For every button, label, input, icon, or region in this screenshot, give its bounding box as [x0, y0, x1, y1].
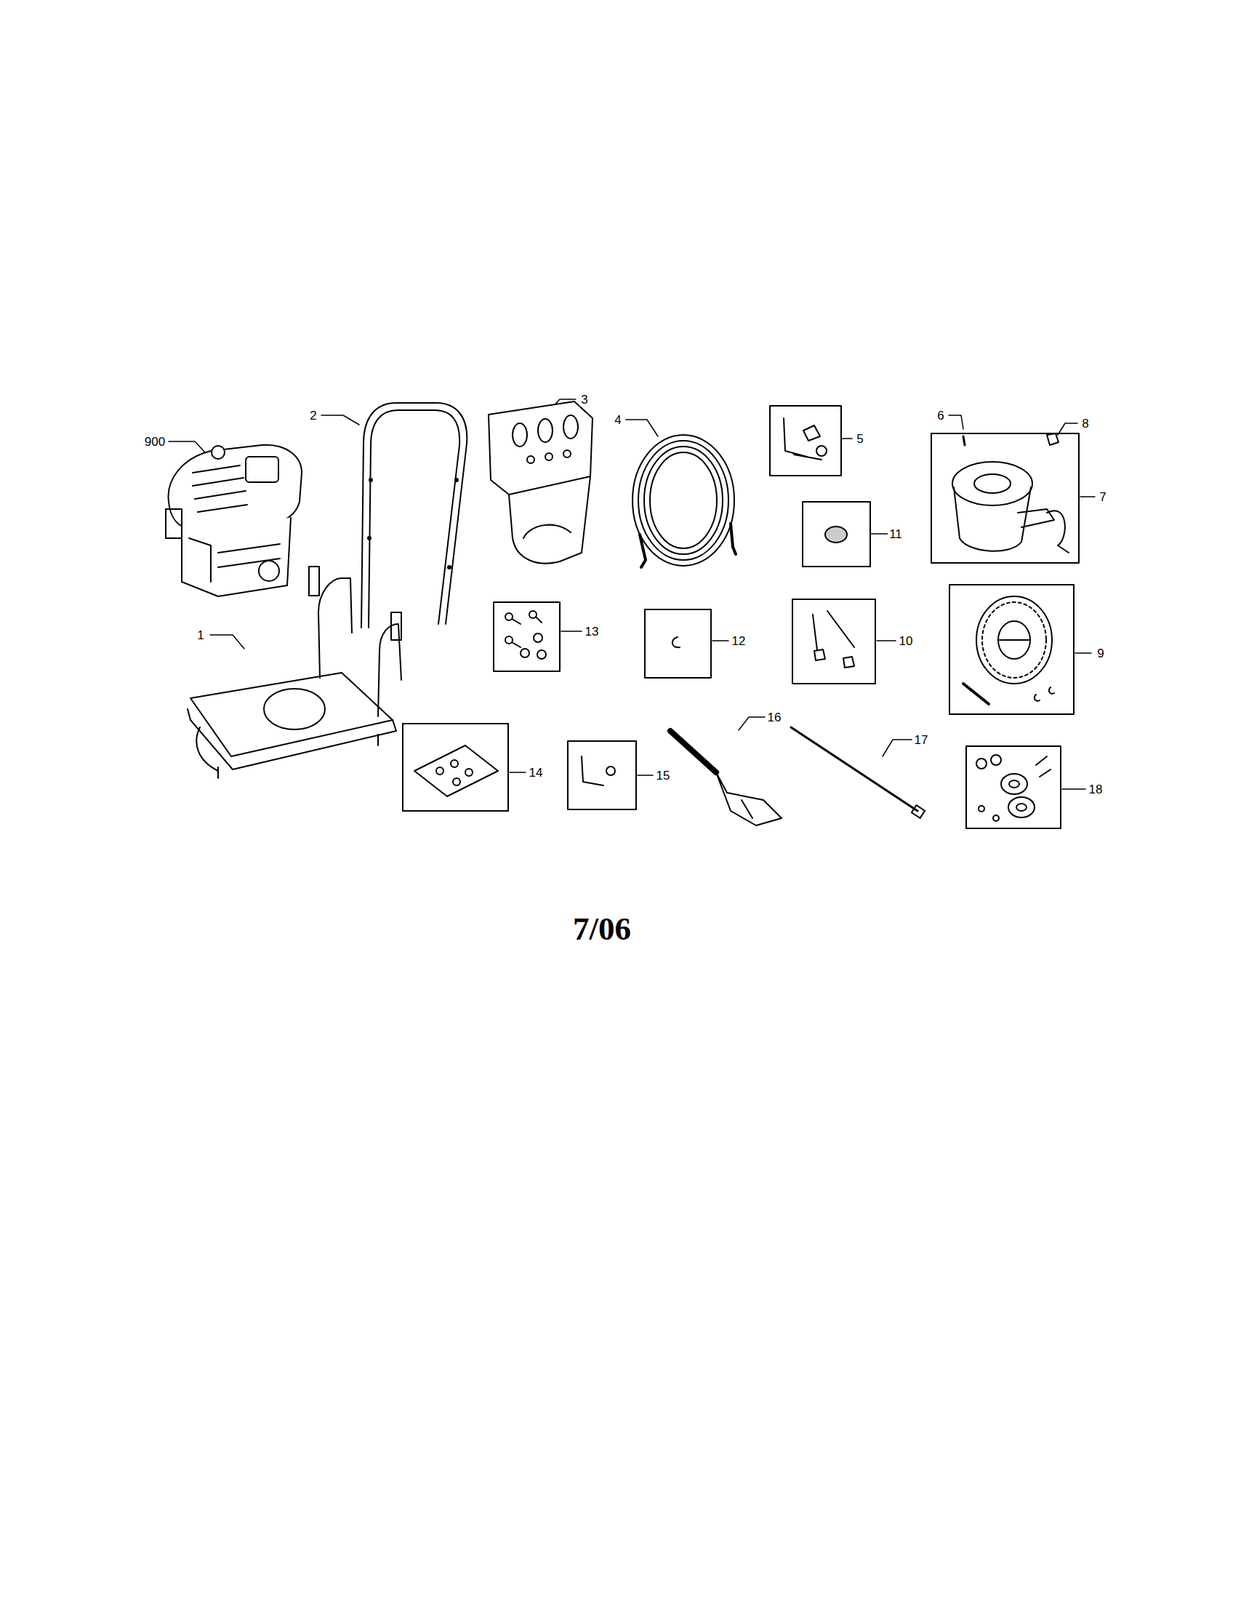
- callout-number: 11: [887, 527, 904, 541]
- fitting-kit: [783, 418, 827, 460]
- bolt-kit: [505, 610, 546, 659]
- callout-number: 900: [143, 434, 167, 449]
- callout-number: 16: [766, 710, 783, 725]
- callout-number: 5: [854, 431, 865, 446]
- callout-number: 3: [579, 392, 589, 407]
- handle: [361, 402, 467, 628]
- callout-number: 9: [1095, 646, 1106, 661]
- callout-number: 1: [195, 628, 206, 642]
- control-panel: [488, 401, 593, 564]
- bearing-kit: [976, 754, 1051, 821]
- callout-number: 7: [1097, 490, 1108, 504]
- callout-number: 15: [655, 768, 672, 783]
- wrench: [581, 756, 616, 786]
- callout-number: 2: [308, 408, 318, 423]
- callout-number: 10: [897, 633, 915, 648]
- hardware-bag: [414, 745, 498, 797]
- wheel: [963, 596, 1055, 704]
- callout-number: 8: [1080, 416, 1090, 431]
- callout-number: 18: [1087, 782, 1105, 797]
- hose: [632, 434, 736, 568]
- callout-number: 13: [583, 624, 601, 639]
- pump: [952, 433, 1069, 553]
- callout-number: 4: [612, 412, 623, 427]
- callout-number: 17: [913, 732, 930, 747]
- leader-lines: [168, 399, 1095, 789]
- axle-kit: [812, 610, 855, 668]
- clip: [672, 636, 680, 648]
- cap: [825, 526, 847, 543]
- spray-gun: [670, 730, 782, 826]
- callout-number: 6: [935, 408, 946, 423]
- callout-number: 12: [730, 633, 748, 648]
- engine: [165, 444, 302, 597]
- callout-number: 14: [527, 765, 545, 780]
- lance: [790, 727, 925, 818]
- date-note: 7/06: [571, 911, 633, 946]
